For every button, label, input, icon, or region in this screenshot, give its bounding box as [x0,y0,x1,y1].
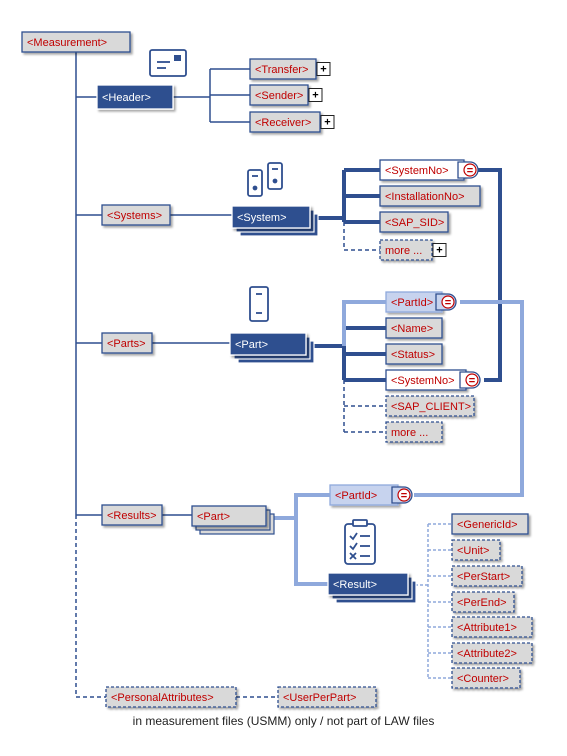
user-per-part-node-label: <UserPerPart> [283,692,356,704]
result-child-6[interactable]: <Counter> [451,667,521,689]
personal-attributes-node-label: <PersonalAttributes> [111,692,214,704]
caption: in measurement files (USMM) only / not p… [132,714,435,728]
result-child-0-label: <GenericId> [457,519,518,531]
systems-node[interactable]: <Systems> [101,204,171,226]
result-child-3-label: <PerEnd> [457,597,507,609]
result-child-6-label: <Counter> [457,673,509,685]
server-icon [249,286,269,322]
part-child-0[interactable]: <PartId> = [385,291,457,313]
part-child-1[interactable]: <Name> [385,317,443,339]
root-node[interactable]: <Measurement> [21,31,131,53]
personal-attributes-node[interactable]: <PersonalAttributes> [105,686,237,708]
result-child-2[interactable]: <PerStart> [451,565,523,587]
part-child-4-label: <SAP_CLIENT> [391,401,471,413]
result-child-3[interactable]: <PerEnd> [451,591,515,613]
key-link-icon: = [435,293,457,311]
part-child-3[interactable]: <SystemNo> = [385,369,481,391]
system-child-1-label: <InstallationNo> [385,191,465,203]
expand-icon[interactable]: + [316,62,331,76]
system-child-3-label: more ... [385,245,422,257]
parts-node-label: <Parts> [107,338,146,350]
root-node-label: <Measurement> [27,37,107,49]
part-child-1-label: <Name> [391,323,433,335]
system-child-3[interactable]: more ... + [379,239,447,261]
system-child-2[interactable]: <SAP_SID> [379,211,449,233]
header-child-1[interactable]: <Sender> + [249,84,323,106]
system-node-label: <System> [237,212,287,224]
expand-glyph: + [324,116,330,128]
key-link-icon: = [457,161,479,179]
results-partid-node-label: <PartId> [335,490,377,502]
servers-icon [247,162,283,197]
result-child-4-label: <Attribute1> [457,622,517,634]
parts-node[interactable]: <Parts> [101,332,153,354]
result-child-1[interactable]: <Unit> [451,539,501,561]
key-glyph: = [445,297,451,309]
user-per-part-node[interactable]: <UserPerPart> [277,686,377,708]
header-node-label: <Header> [102,92,151,104]
header-child-1-label: <Sender> [255,90,303,102]
key-glyph: = [467,165,473,177]
expand-icon[interactable]: + [320,115,335,129]
part-child-0-label: <PartId> [391,297,433,309]
result-child-0[interactable]: <GenericId> [451,513,529,535]
key-link-icon: = [391,486,413,504]
part-node-label: <Part> [235,339,268,351]
results-part-node-label: <Part> [197,511,230,523]
part-child-3-label: <SystemNo> [391,375,455,387]
result-child-5[interactable]: <Attribute2> [451,642,533,664]
result-child-5-label: <Attribute2> [457,648,517,660]
part-node[interactable]: <Part> [229,332,315,364]
results-node-label: <Results> [107,510,157,522]
system-child-0[interactable]: <SystemNo> = [379,159,479,181]
results-part-node[interactable]: <Part> [191,505,275,535]
part-child-4[interactable]: <SAP_CLIENT> [385,395,475,417]
checklist-icon [344,519,376,565]
header-child-0[interactable]: <Transfer> + [249,58,331,80]
key-glyph: = [401,490,407,502]
result-child-2-label: <PerStart> [457,571,510,583]
header-child-2[interactable]: <Receiver> + [249,111,335,133]
key-link-icon: = [459,371,481,389]
system-node[interactable]: <System> [231,205,319,237]
result-node-label: <Result> [333,579,377,591]
system-child-1[interactable]: <InstallationNo> [379,185,481,207]
systems-node-label: <Systems> [107,210,162,222]
card-icon [149,49,187,77]
part-child-5-label: more ... [391,427,428,439]
expand-icon[interactable]: + [432,243,447,257]
part-child-2-label: <Status> [391,349,435,361]
key-glyph: = [469,375,475,387]
result-node[interactable]: <Result> [327,572,417,604]
expand-icon[interactable]: + [308,88,323,102]
header-child-0-label: <Transfer> [255,64,308,76]
results-node[interactable]: <Results> [101,504,163,526]
part-child-5[interactable]: more ... [385,421,443,443]
system-child-0-label: <SystemNo> [385,165,449,177]
header-child-2-label: <Receiver> [255,117,311,129]
expand-glyph: + [320,63,326,75]
expand-glyph: + [312,89,318,101]
expand-glyph: + [436,244,442,256]
results-partid-node[interactable]: <PartId> = [329,484,413,506]
result-child-4[interactable]: <Attribute1> [451,616,533,638]
system-child-2-label: <SAP_SID> [385,217,444,229]
header-node[interactable]: <Header> [96,84,174,110]
result-child-1-label: <Unit> [457,545,489,557]
connectors [75,52,524,698]
part-child-2[interactable]: <Status> [385,343,443,365]
